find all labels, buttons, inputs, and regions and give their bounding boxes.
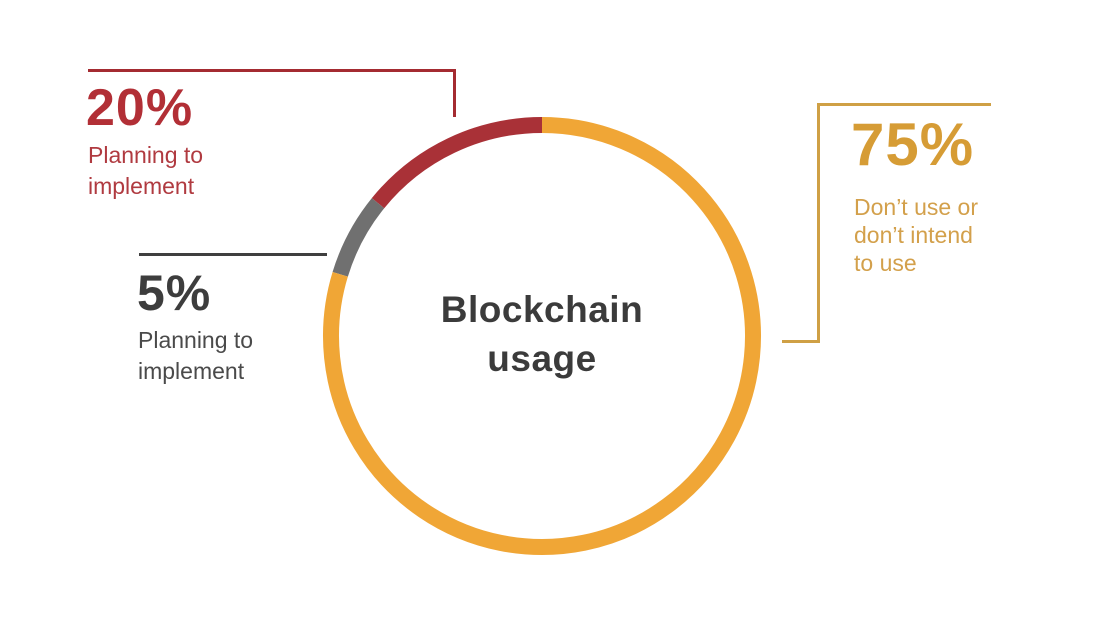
callout-5-label-line1: Planning to xyxy=(138,327,254,353)
callout-5-label-line2: implement xyxy=(138,358,245,384)
callout-20-connector-vertical xyxy=(453,69,456,117)
chart-title-line2: usage xyxy=(487,338,597,379)
callout-75-connector-bottom xyxy=(782,340,820,343)
donut-segment-20pct xyxy=(371,117,543,209)
donut-segment-5pct xyxy=(332,198,385,277)
callout-75-label: Don’t use or don’t intend to use xyxy=(854,193,978,277)
chart-title-line1: Blockchain xyxy=(440,289,644,330)
callout-75-label-line1: Don’t use or xyxy=(854,194,979,220)
callout-75-connector-top xyxy=(817,103,991,106)
callout-75-label-line3: to use xyxy=(854,250,917,276)
callout-5-connector-horizontal xyxy=(139,253,327,256)
callout-20-connector-horizontal xyxy=(88,69,456,72)
callout-75-label-line2: don’t intend xyxy=(854,222,973,248)
chart-title: Blockchain usage xyxy=(441,285,643,383)
callout-5-percent: 5% xyxy=(137,265,212,321)
callout-75-connector-vertical xyxy=(817,103,820,343)
callout-5-label: Planning to implement xyxy=(138,325,253,387)
callout-20-label: Planning to implement xyxy=(88,140,203,202)
donut-segment-75pct xyxy=(323,117,761,555)
callout-20-percent: 20% xyxy=(86,79,194,137)
callout-75-percent: 75% xyxy=(851,111,975,178)
callout-20-label-line2: implement xyxy=(88,173,195,199)
callout-20-label-line1: Planning to xyxy=(88,142,204,168)
